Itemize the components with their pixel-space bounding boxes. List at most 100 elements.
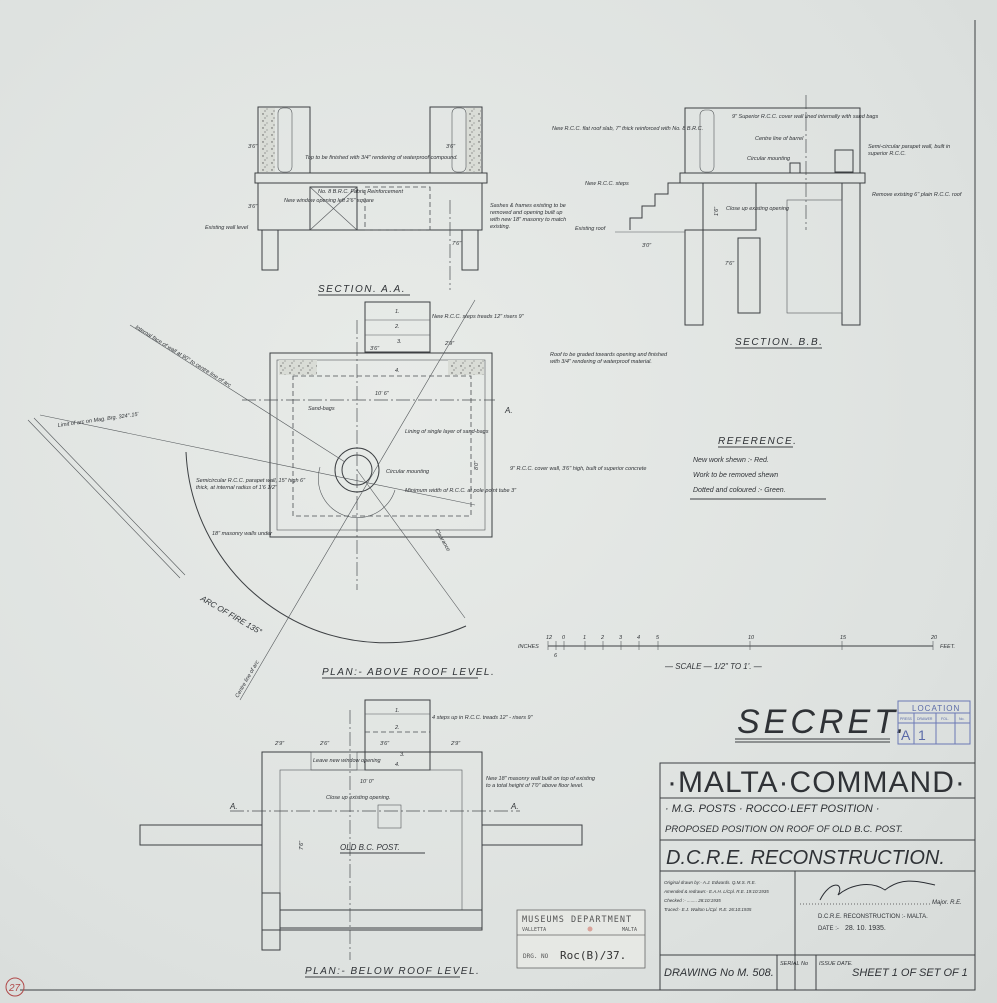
plan-below-title: PLAN:- BELOW ROOF LEVEL. (305, 966, 480, 977)
scale-tick-label: 3 (619, 635, 623, 641)
dimension: 3'0" (642, 243, 652, 249)
note: Centre line of barrel (755, 136, 804, 142)
note: Sashes & frames existing to be removed a… (490, 203, 567, 230)
scale-tick-label: 15 (840, 635, 847, 641)
page-number: 27 (8, 983, 21, 994)
dimension: 10' 0" (360, 779, 375, 785)
dimension: 3'6" (248, 204, 258, 210)
museum-city: VALLETTA (522, 927, 546, 933)
location-header: No. (959, 717, 964, 721)
note: New R.C.C. steps treads 12" risers 9" (432, 314, 525, 320)
section-aa: Top to be finished with 3/4" rendering o… (205, 106, 488, 296)
dimension: 2'9" (444, 341, 455, 347)
note: 4 steps up in R.C.C. treads 12" - risers… (432, 715, 534, 721)
dimension: 7'6" (299, 840, 305, 850)
scale-tick-label: 4 (637, 635, 640, 641)
note: New 18" masonry wall built on top of exi… (486, 776, 595, 789)
note: 18" masonry walls under (212, 531, 273, 537)
scale-bar: INCHES FEET. — SCALE — 1/2" TO 1'. — 126… (518, 635, 955, 671)
dimension: 3'6" (380, 741, 390, 747)
note: Limit of arc on Mag. Brg. 324°.15' (57, 412, 139, 429)
scale-tick-label: 20 (930, 635, 938, 641)
dimension: 7'6" (452, 241, 462, 247)
step-number: 1. (395, 708, 400, 714)
scale-inches-label: INCHES (518, 644, 539, 650)
office-name: D.C.R.E. RECONSTRUCTION :- MALTA. (818, 914, 928, 920)
serial-number-label: SERIAL No (780, 961, 808, 967)
dimension: 2'9" (274, 741, 285, 747)
drg-no-value: Roc(B)/37. (560, 949, 626, 962)
note: Existing wall level (205, 225, 249, 231)
scale-tick-label: 1 (583, 635, 586, 641)
note: Semicircular R.C.C. parapet wall, 15" hi… (196, 478, 306, 491)
section-bb: New R.C.C. flat roof slab, 7" thick rein… (552, 95, 878, 349)
note: Minimum width of R.C.C. at pole point tu… (405, 488, 517, 494)
note: New R.C.C. flat roof slab, 7" thick rein… (552, 126, 703, 132)
date-value: 28. 10. 1935. (845, 925, 886, 932)
credit-line: Checked :- ........ 28:10:1935 (664, 898, 721, 903)
dimension: 3'6" (446, 144, 456, 150)
section-bb-title: SECTION. B.B. (735, 337, 823, 348)
note: Leave new window opening (313, 758, 382, 764)
scale-tick-label: 10 (748, 635, 755, 641)
location-press: A (901, 727, 911, 743)
dimension: 2'9" (450, 741, 461, 747)
arc-of-fire-label: ARC OF FIRE 135° (198, 593, 264, 636)
note: Existing roof (575, 226, 606, 232)
location-title: LOCATION (912, 704, 960, 713)
note: Centre line of arc (235, 660, 261, 699)
issue-date-label: ISSUE DATE. (819, 961, 853, 967)
plan-above-title: PLAN:- ABOVE ROOF LEVEL. (322, 667, 495, 678)
signature (819, 880, 936, 901)
note: Top to be finished with 3/4" rendering o… (305, 155, 458, 161)
step-number: 3. (400, 752, 405, 758)
scale-tick-label: 0 (562, 635, 566, 641)
command-title: ·MALTA·COMMAND· (667, 766, 966, 799)
location-drawer: 1 (918, 727, 926, 743)
section-marker: A. (510, 802, 519, 811)
note: New window opening left 2'6" square (284, 198, 374, 204)
note: 9" R.C.C. cover wall, 3'6" high, built o… (510, 466, 646, 472)
scale-tick-label: 6 (554, 653, 558, 659)
section-aa-title: SECTION. A.A. (318, 284, 406, 295)
dimension: 1'6" (714, 206, 720, 216)
section-marker: A. (229, 802, 238, 811)
section-marker: A. (504, 406, 513, 415)
sheet-number: SHEET 1 OF SET OF 1 (852, 967, 968, 979)
note: Close up existing opening (726, 206, 790, 212)
subtitle-posts: · M.G. POSTS · ROCCO·LEFT POSITION · (665, 803, 880, 815)
museum-country: MALTA (622, 927, 637, 933)
date-label: DATE :- (818, 926, 839, 932)
credit-line: Amended & redrawn:- E.A.H. L/Cpl. R.E. 1… (663, 889, 769, 894)
drg-no-label: DRG. NO (523, 953, 549, 960)
note: Sand-bags (308, 406, 335, 412)
step-number: 2. (394, 725, 400, 731)
credit-line: Original drawn by:- A.J. Edwards. Q.M.S.… (664, 880, 756, 885)
location-header: PRESS (900, 717, 913, 721)
note: Internal face of wall at 90° to centre l… (134, 325, 232, 389)
scale-unit: FEET. (940, 644, 955, 650)
note: Semi-circular parapet wall, built in sup… (868, 144, 951, 157)
step-number: 1. (395, 309, 400, 315)
museum-title: MUSEUMS DEPARTMENT (522, 915, 632, 925)
note: Circular mounting (747, 156, 791, 162)
note: New R.C.C. steps (585, 181, 629, 187)
reference-line: Work to be removed shewn (693, 472, 778, 479)
plan-below-roof: 4 steps up in R.C.C. treads 12" - risers… (139, 699, 583, 978)
reference-title: REFERENCE. (718, 436, 797, 447)
note: No. 8 B.R.C. Fabric Reinforcement (318, 189, 403, 195)
scale-tick-label: 12 (546, 635, 552, 641)
reference-line: Dotted and coloured :- Green. (693, 487, 786, 494)
reference-line: New work shewn :- Red. (693, 457, 769, 464)
note: Circular mounting (386, 469, 430, 475)
location-header: DRAWER (917, 717, 933, 721)
credit-line: Traced:- E.J. Walton L/Cpl. R.E. 26:10:1… (664, 907, 752, 912)
scale-tick-label: 2 (600, 635, 604, 641)
dimension: 3'6" (370, 346, 380, 352)
reference-legend: REFERENCE. New work shewn :- Red. Work t… (690, 436, 826, 500)
step-number: 4. (395, 762, 400, 768)
dimension: 7'6" (725, 261, 735, 267)
scale-caption: — SCALE — 1/2" TO 1'. — (664, 662, 763, 671)
